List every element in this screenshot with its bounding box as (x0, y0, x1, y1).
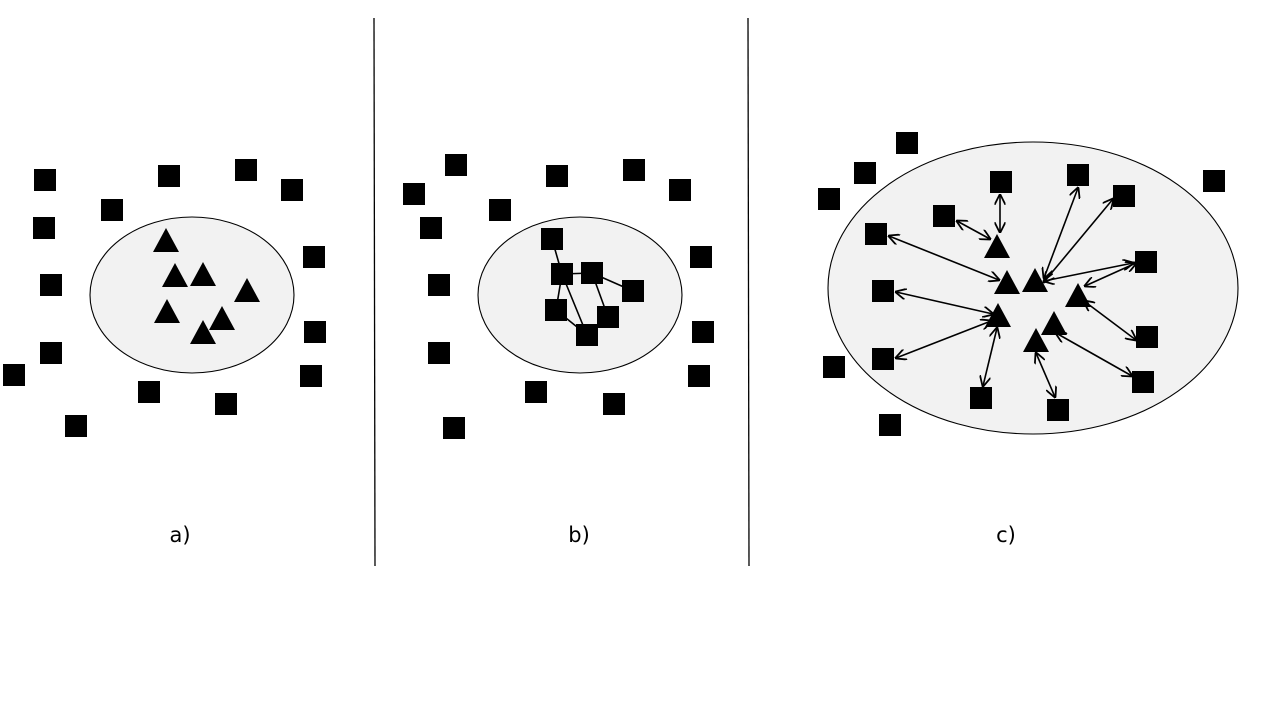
square-marker-icon (551, 263, 573, 285)
square-marker-icon (303, 246, 325, 268)
square-marker-icon (428, 342, 450, 364)
square-marker-icon (854, 162, 876, 184)
square-marker-icon (1132, 371, 1154, 393)
square-marker-icon (546, 165, 568, 187)
panel-b-label: b) (568, 523, 590, 547)
square-marker-icon (823, 356, 845, 378)
triangle-marker-icon (190, 262, 216, 286)
triangle-marker-icon (1023, 328, 1049, 352)
double-arrow-icon (889, 236, 999, 280)
triangle-marker-icon (985, 303, 1011, 327)
divider-line-right (747, 17, 750, 567)
double-arrow-icon (983, 328, 997, 386)
triangle-marker-icon (154, 299, 180, 323)
double-arrow-icon (1085, 263, 1136, 286)
square-marker-icon (597, 306, 619, 328)
panel-b: b) (403, 154, 714, 547)
panel-c: c) (818, 132, 1239, 547)
double-arrow-icon (896, 292, 993, 314)
square-marker-icon (818, 188, 840, 210)
square-marker-icon (445, 154, 467, 176)
square-marker-icon (34, 169, 56, 191)
square-marker-icon (581, 262, 603, 284)
triangle-marker-icon (994, 270, 1020, 294)
square-marker-icon (3, 364, 25, 386)
panel-a-region-ellipse (89, 216, 295, 374)
square-marker-icon (403, 183, 425, 205)
square-marker-icon (576, 324, 598, 346)
square-marker-icon (541, 228, 563, 250)
square-marker-icon (40, 342, 62, 364)
square-marker-icon (896, 132, 918, 154)
double-arrow-icon (1036, 353, 1055, 397)
square-marker-icon (692, 321, 714, 343)
triangle-marker-icon (153, 228, 179, 252)
divider-line-left (373, 17, 376, 567)
square-marker-icon (489, 199, 511, 221)
triangle-marker-icon (209, 306, 235, 330)
double-arrow-icon (1056, 333, 1132, 376)
square-marker-icon (1136, 326, 1158, 348)
square-marker-icon (304, 321, 326, 343)
square-marker-icon (872, 280, 894, 302)
triangle-marker-icon (234, 278, 260, 302)
square-marker-icon (281, 179, 303, 201)
panel-b-region-ellipse (477, 216, 683, 374)
square-marker-icon (545, 299, 567, 321)
square-marker-icon (1135, 251, 1157, 273)
triangle-marker-icon (1065, 283, 1091, 307)
square-marker-icon (1047, 399, 1069, 421)
double-arrow-icon (896, 321, 991, 358)
square-marker-icon (669, 179, 691, 201)
square-marker-icon (603, 393, 625, 415)
panel-c-label: c) (996, 523, 1016, 547)
square-marker-icon (525, 381, 547, 403)
square-marker-icon (101, 199, 123, 221)
triangle-marker-icon (190, 320, 216, 344)
square-marker-icon (300, 365, 322, 387)
square-marker-icon (1113, 185, 1135, 207)
square-marker-icon (872, 348, 894, 370)
square-marker-icon (623, 159, 645, 181)
square-marker-icon (1067, 164, 1089, 186)
triangle-marker-icon (1022, 268, 1048, 292)
triangle-marker-icon (1041, 311, 1067, 335)
square-marker-icon (40, 274, 62, 296)
square-marker-icon (865, 223, 887, 245)
square-marker-icon (990, 171, 1012, 193)
square-marker-icon (420, 217, 442, 239)
square-marker-icon (33, 217, 55, 239)
triangle-marker-icon (162, 263, 188, 287)
square-marker-icon (443, 417, 465, 439)
square-marker-icon (138, 381, 160, 403)
square-marker-icon (158, 165, 180, 187)
square-marker-icon (428, 274, 450, 296)
panel-a-label: a) (169, 523, 190, 547)
panel-a: a) (3, 159, 326, 547)
square-marker-icon (622, 280, 644, 302)
square-marker-icon (215, 393, 237, 415)
square-marker-icon (879, 414, 901, 436)
square-marker-icon (690, 246, 712, 268)
square-marker-icon (235, 159, 257, 181)
square-marker-icon (688, 365, 710, 387)
square-marker-icon (65, 415, 87, 437)
square-marker-icon (933, 205, 955, 227)
triangle-marker-icon (984, 234, 1010, 258)
square-marker-icon (1203, 170, 1225, 192)
square-marker-icon (970, 387, 992, 409)
